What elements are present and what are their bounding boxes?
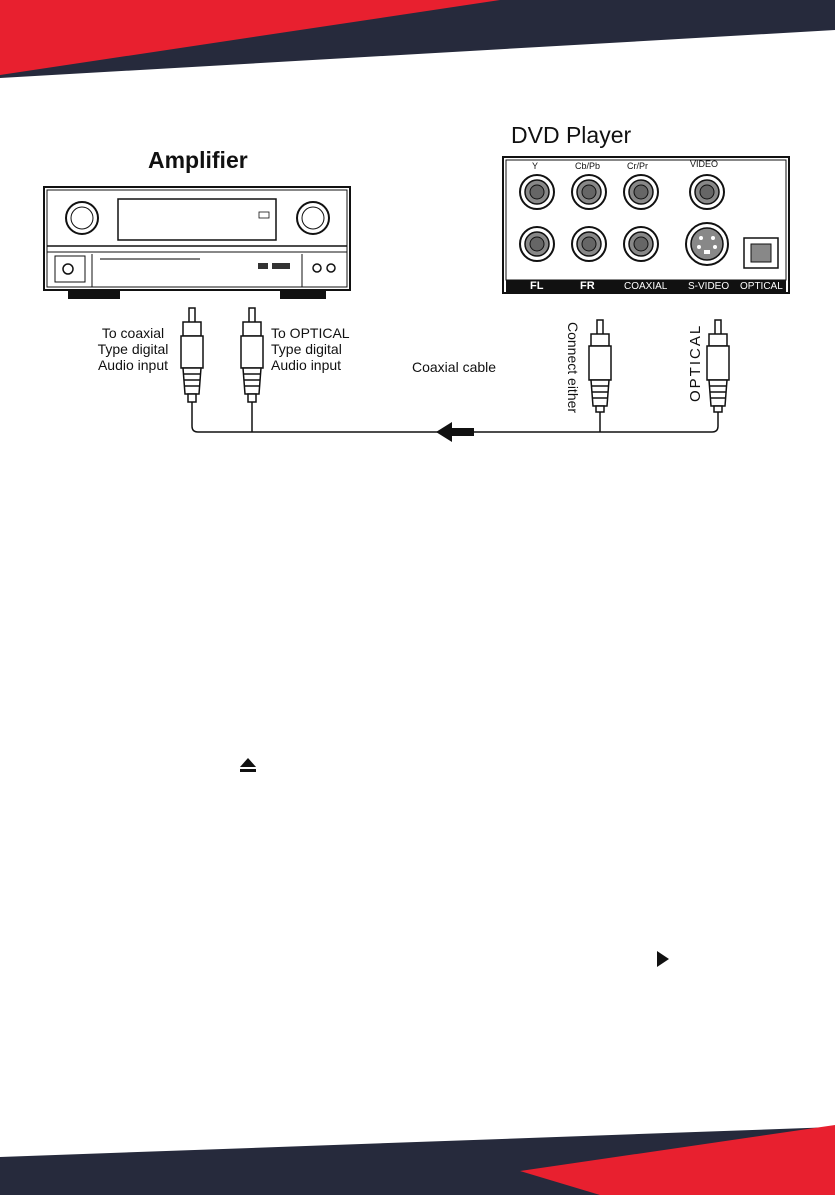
jack-label-cr-pr: Cr/Pr xyxy=(627,161,648,171)
plug-coaxial-amp xyxy=(181,308,203,402)
eject-icon xyxy=(239,757,257,773)
coaxial-input-line-1: To coaxial xyxy=(88,325,178,341)
connection-diagram xyxy=(0,0,835,460)
port-label-optical: OPTICAL xyxy=(740,281,783,292)
port-label-fl: FL xyxy=(530,280,543,292)
port-label-fr: FR xyxy=(580,280,595,292)
optical-cable-label: OPTICAL xyxy=(687,324,704,402)
play-icon xyxy=(656,950,670,968)
amplifier-foot-left xyxy=(68,290,120,299)
jack-label-y: Y xyxy=(532,161,538,171)
coaxial-cable-label: Coaxial cable xyxy=(412,359,496,375)
dvd-player-title: DVD Player xyxy=(511,122,631,149)
amplifier-power-button xyxy=(63,264,73,274)
jack-video xyxy=(690,175,724,209)
amplifier-unit xyxy=(44,187,350,299)
coaxial-input-label: To coaxial Type digital Audio input xyxy=(88,325,178,373)
plug-optical-amp xyxy=(241,308,263,402)
port-label-coaxial: COAXIAL xyxy=(624,281,667,292)
optical-input-line-2: Type digital xyxy=(271,341,350,357)
optical-port xyxy=(744,238,778,268)
amplifier-title: Amplifier xyxy=(148,147,248,174)
cable-line xyxy=(192,402,718,432)
dvd-player-panel xyxy=(503,157,789,293)
optical-input-label: To OPTICAL Type digital Audio input xyxy=(271,325,350,373)
jack-fr xyxy=(572,227,606,261)
jack-label-video: VIDEO xyxy=(690,159,718,169)
coaxial-input-line-2: Type digital xyxy=(88,341,178,357)
optical-input-line-3: Audio input xyxy=(271,357,350,373)
svideo-jack xyxy=(686,223,728,265)
amplifier-foot-right xyxy=(280,290,326,299)
jack-y xyxy=(520,175,554,209)
amplifier-display xyxy=(118,199,276,240)
jack-label-cb-pb: Cb/Pb xyxy=(575,161,600,171)
signal-arrow xyxy=(436,422,474,442)
plug-coaxial-dvd xyxy=(589,320,611,412)
jack-cb-pb xyxy=(572,175,606,209)
plug-optical-dvd xyxy=(707,320,729,412)
port-label-s-video: S-VIDEO xyxy=(688,281,729,292)
jack-fl xyxy=(520,227,554,261)
jack-coaxial xyxy=(624,227,658,261)
connect-either-label: Connect either xyxy=(565,322,581,413)
footer-band xyxy=(0,1125,835,1195)
jack-cr-pr xyxy=(624,175,658,209)
optical-input-line-1: To OPTICAL xyxy=(271,325,350,341)
coaxial-input-line-3: Audio input xyxy=(88,357,178,373)
